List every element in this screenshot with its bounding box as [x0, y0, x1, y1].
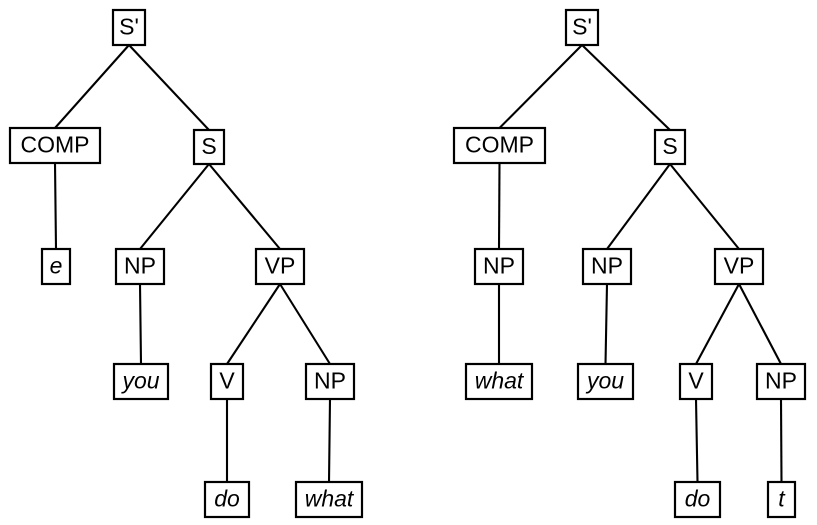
tree-edges-surface-structure-tree [497, 44, 783, 483]
node-box [40, 247, 72, 286]
tree-edge-l-vp-to-l-v [226, 283, 281, 365]
tree-edge-r-np2-to-r-t [779, 398, 783, 483]
tree-edge-l-comp-to-l-e [53, 162, 58, 250]
node-box [111, 8, 147, 47]
leaf-node-t: t [766, 480, 797, 519]
leaf-node-what: what [294, 480, 364, 519]
tree-edges-deep-structure-tree [53, 44, 332, 483]
node-label: NP [765, 368, 797, 394]
node-label: V [219, 368, 235, 394]
node-label: COMP [21, 132, 90, 158]
tree-edge-r-sbar-to-r-s [581, 44, 671, 131]
leaf-node-you: you [112, 362, 170, 401]
node-box [114, 247, 166, 286]
tree-edge-r-vp-to-r-v [695, 283, 740, 365]
node-label: S' [572, 14, 592, 40]
node-box [209, 362, 245, 401]
leaf-node-do: do [203, 480, 251, 519]
leaf-node-you: you [576, 362, 635, 401]
tree-edge-l-np2-to-l-what [327, 398, 332, 483]
node-label: S [201, 133, 216, 159]
node-box [653, 128, 687, 166]
tree-edge-l-vp-to-l-np2 [279, 283, 331, 365]
tree-edge-l-sbar-to-l-comp [54, 44, 130, 129]
tree-node-sbar: S' [111, 8, 147, 47]
node-box [564, 8, 600, 47]
node-box [755, 362, 807, 401]
node-box [473, 247, 525, 286]
node-box [304, 362, 356, 401]
node-box [464, 362, 534, 401]
leaf-node-do: do [673, 480, 722, 519]
tree-node-v: V [209, 362, 245, 401]
node-label: VP [265, 253, 296, 279]
tree-node-np: NP [114, 247, 166, 286]
node-label: NP [591, 253, 623, 279]
tree-node-np: NP [581, 247, 633, 286]
node-label: S' [119, 14, 139, 40]
edges-layer [53, 44, 783, 483]
tree-node-vp: VP [254, 247, 306, 286]
tree-node-np: NP [755, 362, 807, 401]
node-box [576, 362, 635, 401]
node-label: NP [314, 368, 346, 394]
node-box [713, 247, 765, 286]
node-label: NP [483, 253, 515, 279]
node-box [678, 362, 714, 401]
leaf-node-what: what [464, 362, 534, 401]
node-label: what [475, 368, 525, 394]
tree-edge-r-v-to-r-do [694, 398, 699, 483]
node-box [192, 128, 226, 166]
tree-node-comp: COMP [8, 126, 102, 165]
node-label: you [585, 368, 624, 394]
tree-edge-l-np1-to-l-you [138, 283, 143, 365]
node-box [766, 480, 797, 519]
leaf-node-e: e [40, 247, 72, 286]
node-box [581, 247, 633, 286]
tree-edge-l-s-to-l-np1 [139, 163, 210, 250]
tree-edge-r-np1-to-r-you [604, 283, 609, 365]
tree-edge-r-s-to-r-vp [669, 163, 740, 250]
node-box [452, 126, 547, 165]
node-box [673, 480, 722, 519]
node-label: NP [124, 253, 156, 279]
node-box [203, 480, 251, 519]
tree-node-s: S [192, 128, 226, 166]
tree-edge-r-s-to-r-np1 [606, 163, 671, 250]
tree-edge-r-sbar-to-r-comp [498, 44, 583, 129]
node-box [254, 247, 306, 286]
node-label: t [778, 486, 786, 512]
tree-node-np: NP [473, 247, 525, 286]
tree-edge-l-sbar-to-l-s [128, 44, 210, 131]
node-label: VP [724, 253, 755, 279]
tree-node-sbar: S' [564, 8, 600, 47]
node-label: what [305, 486, 355, 512]
tree-node-np: NP [304, 362, 356, 401]
node-box [8, 126, 102, 165]
tree-node-comp: COMP [452, 126, 547, 165]
node-label: you [120, 368, 159, 394]
tree-edge-r-vp-to-r-np2 [738, 283, 782, 365]
node-label: S [662, 133, 677, 159]
tree-node-vp: VP [713, 247, 765, 286]
tree-node-v: V [678, 362, 714, 401]
node-box [294, 480, 364, 519]
node-label: COMP [465, 132, 534, 158]
node-label: do [214, 486, 240, 512]
node-box [112, 362, 170, 401]
tree-edge-r-comp-to-r-np0 [497, 162, 501, 250]
tree-nodes-surface-structure-tree: S' COMP S NP NP VP what you V NP do t [452, 8, 807, 519]
tree-edge-l-s-to-l-vp [208, 163, 281, 250]
tree-node-s: S [653, 128, 687, 166]
node-label: do [685, 486, 711, 512]
node-label: V [688, 368, 704, 394]
node-label: e [50, 253, 63, 279]
